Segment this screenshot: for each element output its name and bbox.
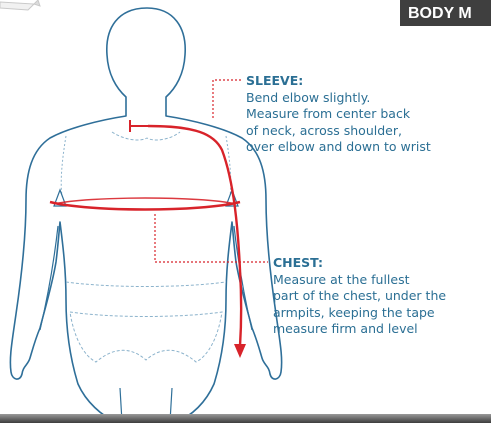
chest-line: measure firm and level xyxy=(273,321,446,338)
chest-leader-line xyxy=(155,214,268,262)
sleeve-line: of neck, across shoulder, xyxy=(246,123,431,140)
sleeve-line: over elbow and down to wrist xyxy=(246,139,431,156)
sleeve-tape xyxy=(130,120,246,358)
chest-title: CHEST: xyxy=(273,255,446,272)
briefs-outline xyxy=(70,312,222,362)
sleeve-line: Measure from center back xyxy=(246,106,431,123)
chest-line: part of the chest, under the xyxy=(273,288,446,305)
sleeve-line: Bend elbow slightly. xyxy=(246,90,431,107)
sleeve-callout: SLEEVE: Bend elbow slightly. Measure fro… xyxy=(246,73,431,156)
chest-tape xyxy=(50,198,240,210)
chest-callout: CHEST: Measure at the fullest part of th… xyxy=(273,255,446,338)
left-inner-arm-line xyxy=(40,226,58,330)
sleeve-title: SLEEVE: xyxy=(246,73,431,90)
clavicle-lines xyxy=(112,132,180,140)
folded-tab-icon xyxy=(0,0,40,10)
right-inner-arm-line xyxy=(234,226,252,330)
left-shoulder-seam xyxy=(61,136,66,196)
sleeve-leader-line xyxy=(213,80,242,118)
waist-seam xyxy=(66,282,226,287)
chest-line: armpits, keeping the tape xyxy=(273,305,446,322)
bottom-bar xyxy=(0,414,491,423)
header-tag: BODY M xyxy=(400,0,491,26)
chest-line: Measure at the fullest xyxy=(273,272,446,289)
